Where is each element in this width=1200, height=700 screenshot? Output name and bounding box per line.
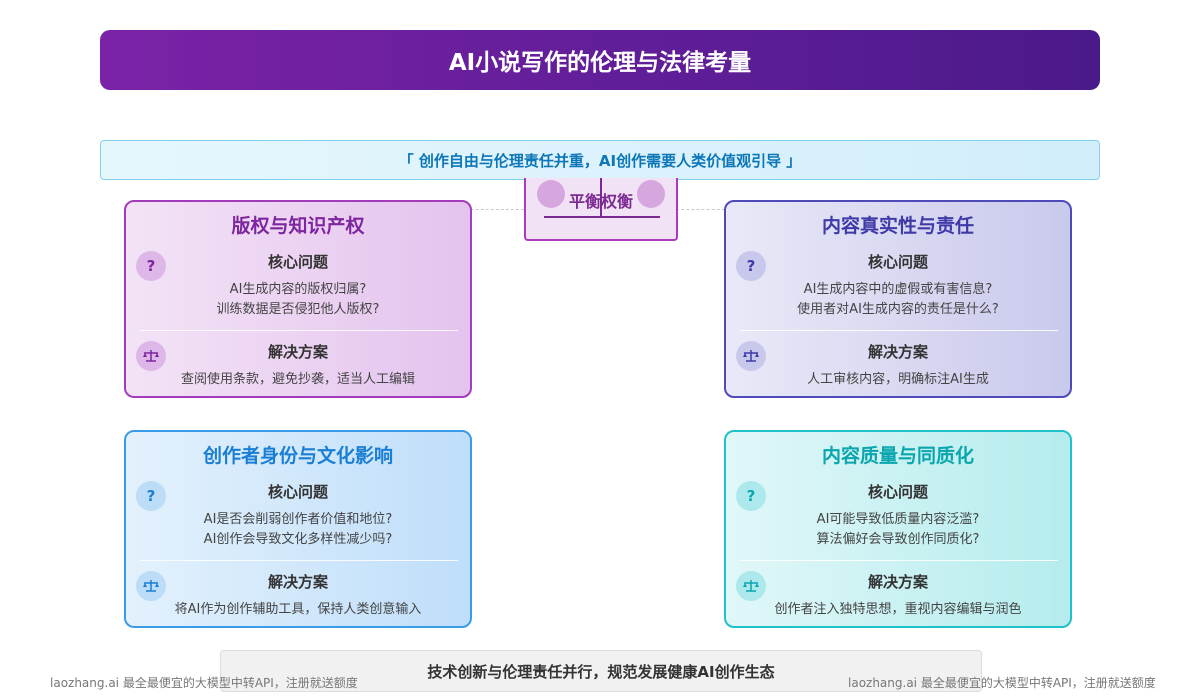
bottom-summary-text: 技术创新与伦理责任并行，规范发展健康AI创作生态 [427,662,775,681]
question-icon: ? [736,251,766,281]
card-title: 创作者身份与文化影响 [202,445,393,467]
watermark-left: laozhang.ai 最全最便宜的大模型中转API，注册就送额度 [50,676,358,690]
card-content-quality: 内容质量与同质化 ? 核心问题 AI可能导致低质量内容泛滥? 算法偏好会导致创作… [724,430,1072,628]
quote-text: 「 创作自由与伦理责任并重，AI创作需要人类价值观引导 」 [398,151,802,170]
solution-line: 查阅使用条款，避免抄袭，适当人工编辑 [180,372,415,387]
card-authenticity: 内容真实性与责任 ? 核心问题 AI生成内容中的虚假或有害信息? 使用者对AI生… [724,200,1072,398]
problem-line: AI生成内容的版权归属? [229,282,367,297]
problem-heading: 核心问题 [267,483,328,501]
scale-pan-left [537,180,565,208]
question-icon: ? [136,481,166,511]
balance-scale: 平衡权衡 [524,178,678,241]
card-creator-identity: 创作者身份与文化影响 ? 核心问题 AI是否会削弱创作者价值和地位? AI创作会… [124,430,472,628]
question-icon: ? [136,251,166,281]
scale-post [600,178,602,218]
divider [740,560,1058,561]
bottom-summary-banner: 技术创新与伦理责任并行，规范发展健康AI创作生态 [220,650,982,692]
scale-icon [736,571,766,601]
scale-icon [136,341,166,371]
quote-banner: 「 创作自由与伦理责任并重，AI创作需要人类价值观引导 」 [100,140,1100,180]
divider [140,560,458,561]
scale-icon [736,341,766,371]
problem-line: AI创作会导致文化多样性减少吗? [203,532,393,547]
divider [740,330,1058,331]
solution-line: 人工审核内容，明确标注AI生成 [807,372,989,387]
solution-heading: 解决方案 [267,343,328,361]
title-banner: AI小说写作的伦理与法律考量 [100,30,1100,90]
problem-line: AI可能导致低质量内容泛滥? [816,512,980,527]
solution-heading: 解决方案 [867,573,928,591]
solution-heading: 解决方案 [267,573,328,591]
watermark-right: laozhang.ai 最全最便宜的大模型中转API，注册就送额度 [848,676,1156,690]
problem-heading: 核心问题 [867,483,928,501]
problem-line: AI是否会削弱创作者价值和地位? [203,512,393,527]
solution-line: 将AI作为创作辅助工具，保持人类创意输入 [174,602,422,617]
problem-line: 训练数据是否侵犯他人版权? [216,302,380,317]
card-title: 版权与知识产权 [231,215,365,237]
scale-beam [544,216,660,218]
problem-line: 使用者对AI生成内容的责任是什么? [797,302,999,317]
solution-line: 创作者注入独特思想，重视内容编辑与润色 [774,602,1022,617]
problem-heading: 核心问题 [267,253,328,271]
card-title: 内容真实性与责任 [821,215,974,237]
card-copyright: 版权与知识产权 ? 核心问题 AI生成内容的版权归属? 训练数据是否侵犯他人版权… [124,200,472,398]
problem-line: AI生成内容中的虚假或有害信息? [803,282,993,297]
balance-label: 平衡权衡 [568,192,633,211]
scale-pan-right [637,180,665,208]
question-icon: ? [736,481,766,511]
solution-heading: 解决方案 [867,343,928,361]
scale-icon [136,571,166,601]
page-title: AI小说写作的伦理与法律考量 [448,50,752,76]
divider [140,330,458,331]
problem-line: 算法偏好会导致创作同质化? [816,532,980,547]
card-title: 内容质量与同质化 [821,445,974,467]
problem-heading: 核心问题 [867,253,928,271]
